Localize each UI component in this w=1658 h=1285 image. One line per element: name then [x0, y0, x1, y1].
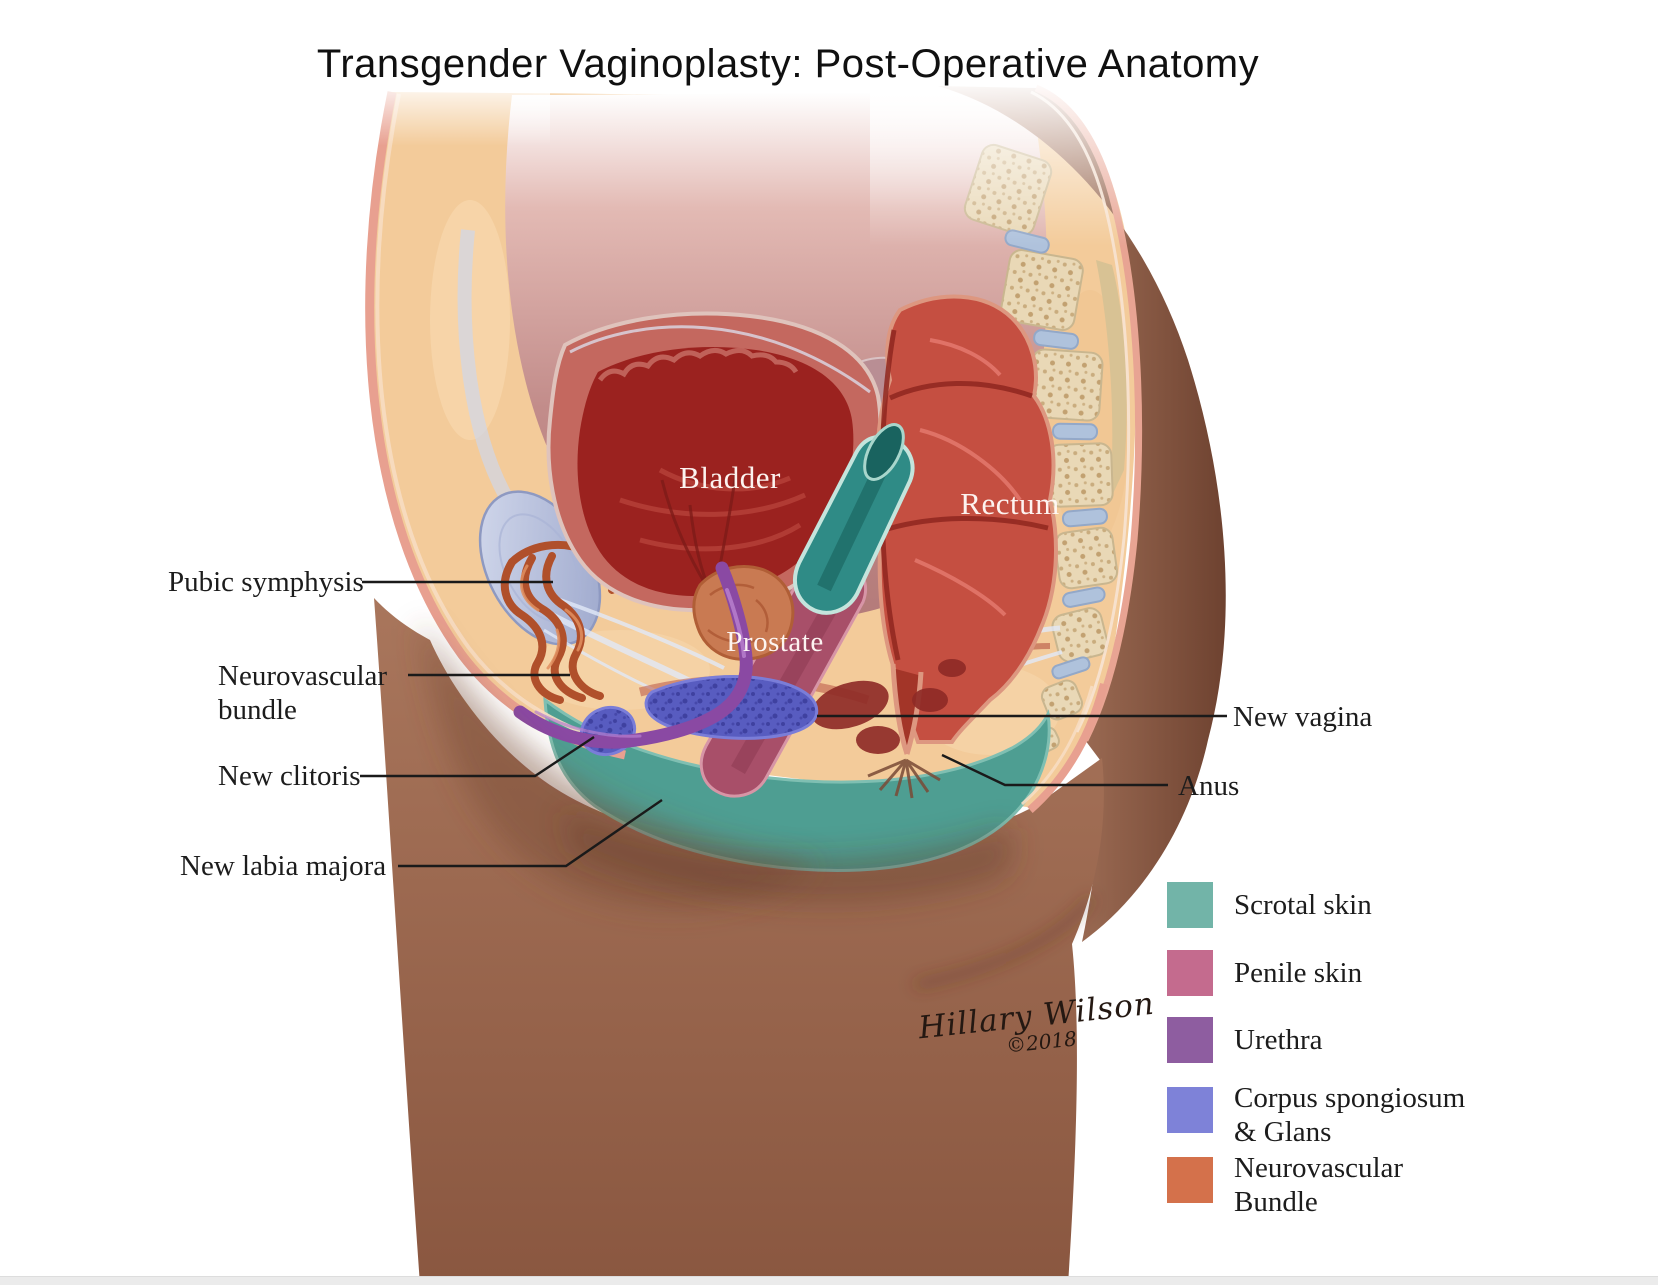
legend-label: Scrotal skin — [1234, 889, 1372, 921]
leader-line-new-labia-majora — [398, 799, 663, 868]
urethra-shape — [513, 561, 753, 749]
legend-item-corpus-spongiosum: Corpus spongiosum & Glans — [1167, 1082, 1494, 1149]
legend-item-neurovascular-bundle: Neurovascular Bundle — [1167, 1152, 1494, 1219]
leader-line-new-clitoris — [360, 735, 595, 778]
legend-item-urethra: Urethra — [1167, 1017, 1494, 1063]
callout-anus: Anus — [1178, 770, 1240, 802]
bladder-shape — [546, 311, 883, 625]
organ-label-prostate: Prostate — [726, 626, 824, 658]
bottom-scrollbar-track[interactable] — [0, 1276, 1658, 1285]
lower-body-skin — [374, 598, 1104, 1285]
organ-label-bladder: Bladder — [679, 460, 781, 495]
sacrum-spine — [963, 143, 1127, 754]
legend-label: Penile skin — [1234, 957, 1363, 989]
legend-label: Urethra — [1234, 1024, 1323, 1056]
legend-label: Corpus spongiosum & Glans — [1234, 1082, 1466, 1148]
urethra-swatch — [1167, 1017, 1213, 1063]
soft-shadows — [330, 76, 1270, 908]
callout-new-vagina: New vagina — [1233, 701, 1373, 733]
callout-new-clitoris: New clitoris — [218, 760, 361, 792]
neurovascular-bundle-swatch — [1167, 1157, 1213, 1203]
legend-item-scrotal-skin: Scrotal skin — [1167, 882, 1494, 928]
callout-pubic-symphysis: Pubic symphysis — [168, 566, 364, 598]
organ-label-rectum: Rectum — [960, 486, 1060, 521]
penile-skin-swatch — [1167, 950, 1213, 996]
scrotal-skin-swatch — [1167, 882, 1213, 928]
page-title: Transgender Vaginoplasty: Post-Operative… — [316, 42, 1260, 86]
legend-item-penile-skin: Penile skin — [1167, 950, 1494, 996]
callout-neurovascular-bundle: Neurovascular bundle — [218, 660, 388, 726]
rectum-shape — [774, 294, 1058, 799]
callout-new-labia-majora: New labia majora — [180, 850, 387, 882]
legend-label: Neurovascular Bundle — [1234, 1152, 1404, 1218]
leader-lines — [360, 580, 1227, 868]
leader-line-anus — [941, 753, 1168, 787]
corpus-spongiosum-swatch — [1167, 1087, 1213, 1133]
